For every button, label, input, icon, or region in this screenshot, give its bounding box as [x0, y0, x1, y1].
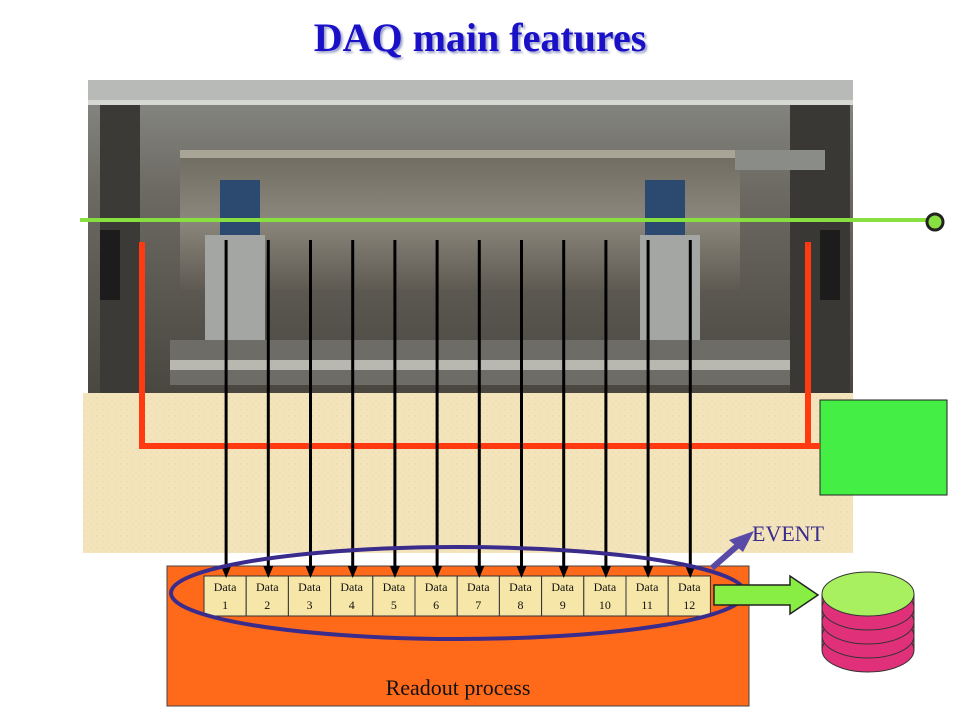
data-cell: Data 7 [456, 575, 500, 617]
signal-line [558, 240, 569, 578]
data-cell: Data 3 [287, 575, 332, 617]
page-title: DAQ main features [313, 15, 647, 60]
data-cell-word: Data [256, 580, 279, 594]
data-cell-word: Data [214, 580, 237, 594]
data-cell-word: Data [340, 580, 363, 594]
data-cell-word: Data [678, 580, 701, 594]
data-cell: Data 1 [203, 575, 247, 617]
beam-line [80, 212, 945, 232]
signal-line [685, 240, 696, 578]
data-cell-word: Data [298, 580, 321, 594]
data-cell-number: 2 [264, 598, 270, 612]
signal-line [263, 240, 274, 578]
storage-arrow [713, 574, 820, 616]
data-cell: Data 11 [625, 575, 669, 617]
data-cells: Data 1 Data 2 Data 3 Data 4 Data 5 Data 6 Data 7 Data 8… [203, 575, 711, 617]
trigger-logic-box [819, 399, 948, 496]
data-cell-word: Data [509, 580, 532, 594]
beam-end-marker [925, 212, 945, 232]
data-cell-number: 3 [307, 598, 313, 612]
data-cell: Data 12 [667, 575, 711, 617]
signal-line [474, 240, 485, 578]
event-arrow [710, 531, 754, 571]
data-cell-word: Data [425, 580, 448, 594]
data-cell: Data 5 [372, 575, 416, 617]
signal-line [516, 240, 527, 578]
data-cell: Data 2 [245, 575, 289, 617]
data-cell: Data 4 [330, 575, 374, 617]
data-cell-number: 7 [475, 598, 481, 612]
disk-storage-icon [821, 571, 915, 673]
signal-line [600, 240, 611, 578]
signal-line [305, 240, 316, 578]
data-cell-number: 5 [391, 598, 397, 612]
trigger-lines [139, 242, 820, 449]
data-cell: Data 8 [498, 575, 543, 617]
signal-line [347, 240, 358, 578]
data-cell-number: 8 [518, 598, 524, 612]
signal-line [221, 240, 232, 578]
data-cell-word: Data [636, 580, 659, 594]
disk-top [821, 571, 915, 617]
data-cell-number: 11 [641, 598, 653, 612]
signal-lines [221, 240, 696, 578]
beige-panel [83, 393, 853, 553]
data-cell-word: Data [551, 580, 574, 594]
data-cell-word: Data [383, 580, 406, 594]
data-cell: Data 10 [583, 575, 627, 617]
signal-line [432, 240, 443, 578]
data-cell-number: 10 [599, 598, 611, 612]
detector-photo [88, 80, 853, 393]
readout-process-label: Readout process [386, 675, 531, 700]
data-cell-word: Data [594, 580, 617, 594]
signal-line [389, 240, 400, 578]
data-cell-number: 4 [349, 598, 355, 612]
event-label: EVENT [752, 521, 825, 546]
data-cell-number: 6 [433, 598, 439, 612]
data-cell-number: 9 [560, 598, 566, 612]
data-cell-number: 1 [222, 598, 228, 612]
data-cell: Data 6 [414, 575, 458, 617]
data-cell-number: 12 [683, 598, 695, 612]
data-cell: Data 9 [541, 575, 585, 617]
signal-line [643, 240, 654, 578]
data-cell-word: Data [467, 580, 490, 594]
